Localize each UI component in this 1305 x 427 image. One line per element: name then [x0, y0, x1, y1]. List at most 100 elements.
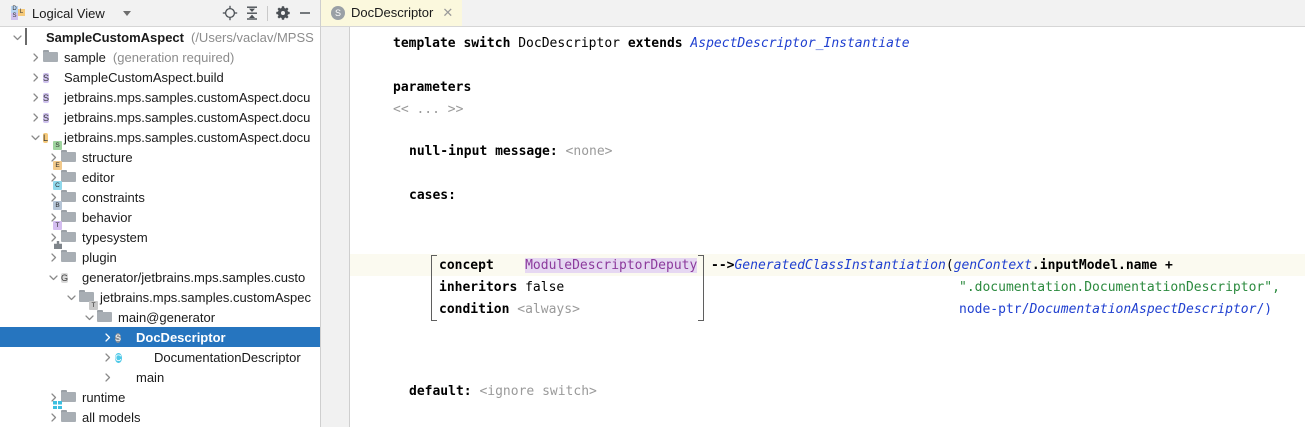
tab-docdescriptor[interactable]: S DocDescriptor ✕ — [321, 0, 463, 26]
tree-row-label: main@generator — [118, 309, 216, 325]
chevron-right-icon[interactable] — [46, 172, 61, 182]
null-input-value[interactable]: <none> — [565, 144, 613, 159]
tree-row-label: behavior — [82, 209, 132, 225]
chevron-down-icon[interactable] — [10, 33, 25, 42]
switch-name[interactable]: DocDescriptor — [510, 36, 628, 51]
chevron-right-icon[interactable] — [46, 232, 61, 242]
tree-row-plugin[interactable]: plugin — [0, 241, 320, 267]
chevron-down-icon[interactable] — [64, 293, 79, 302]
close-icon[interactable]: ✕ — [442, 5, 454, 20]
editor-body[interactable]: template switch DocDescriptor extends As… — [321, 27, 1305, 427]
extends-reference[interactable]: AspectDescriptor_Instantiate — [682, 36, 910, 51]
locate-icon[interactable] — [219, 2, 241, 24]
chevron-right-icon[interactable] — [46, 152, 61, 162]
name-property[interactable]: name — [1125, 258, 1158, 273]
view-selector-label: Logical View — [32, 5, 105, 21]
chevron-right-icon[interactable] — [28, 112, 43, 122]
tree-row-all-models[interactable]: all models — [0, 401, 320, 427]
chevron-down-icon[interactable] — [82, 313, 97, 322]
editor-code[interactable]: template switch DocDescriptor extends As… — [351, 27, 1305, 427]
chevron-right-icon[interactable] — [28, 92, 43, 102]
inheritors-value[interactable]: false — [525, 280, 565, 295]
tree-row-runtime[interactable]: runtime — [0, 387, 320, 407]
chevron-right-icon[interactable] — [46, 212, 61, 222]
keyword-extends: extends — [627, 36, 683, 51]
code-line-default: default: <ignore switch> — [409, 381, 597, 403]
tree-row-sublabel: (/Users/vaclav/MPSS — [190, 29, 314, 45]
tree-row-main[interactable]: main — [0, 367, 320, 387]
locate-icon-svg — [222, 5, 238, 21]
solution-s-icon: S — [43, 93, 50, 103]
chevron-right-icon[interactable] — [100, 332, 115, 342]
code-line-parameters: parameters — [393, 77, 471, 99]
panel-splitter[interactable] — [320, 0, 321, 427]
project-icon — [25, 28, 27, 45]
minimize-icon[interactable] — [294, 2, 316, 24]
gencontext-ref[interactable]: genContext — [953, 258, 1032, 273]
solution-s-icon: S — [43, 113, 50, 123]
tree-row-label: editor — [82, 169, 115, 185]
code-line-null-input: null-input message: <none> — [409, 141, 613, 163]
chevron-right-icon[interactable] — [46, 252, 61, 262]
tree-row-label: all models — [82, 409, 141, 425]
node-ptr-target[interactable]: DocumentationAspectDescriptor — [1029, 302, 1257, 317]
tree-row-label: jetbrains.mps.samples.customAspect.docu — [64, 109, 311, 125]
collapse-all-icon[interactable] — [241, 2, 263, 24]
label-concept: concept — [439, 258, 494, 273]
label-condition: condition — [439, 302, 510, 317]
chevron-right-icon[interactable] — [46, 192, 61, 202]
tree-row-sample[interactable]: sample(generation required) — [0, 47, 320, 67]
chevron-right-icon[interactable] — [100, 352, 115, 362]
chevron-right-icon[interactable] — [100, 372, 115, 382]
tree-row-label: constraints — [82, 189, 145, 205]
parameters-placeholder: << ... >> — [393, 102, 464, 117]
editor-tabbar: S DocDescriptor ✕ — [321, 0, 1305, 27]
node-c-icon: C — [115, 353, 122, 363]
tree-row-documentationdescriptor[interactable]: C DocumentationDescriptor — [0, 347, 320, 367]
keyword-template-switch: template switch — [393, 36, 511, 51]
tree-row-label: typesystem — [82, 229, 148, 245]
gear-icon[interactable] — [272, 2, 294, 24]
chevron-right-icon[interactable] — [46, 392, 61, 402]
condition-value[interactable]: <always> — [517, 302, 580, 317]
default-value[interactable]: <ignore switch> — [479, 384, 597, 399]
chevron-down-icon[interactable] — [46, 273, 61, 282]
editor-gutter[interactable] — [321, 27, 350, 427]
code-line-parameters-value[interactable]: << ... >> — [393, 99, 463, 121]
tree-row-jetbrains-mps-samples-customaspec[interactable]: jetbrains.mps.samples.customAspec — [0, 287, 320, 307]
chevron-right-icon[interactable] — [46, 412, 61, 422]
tree-row-label: main — [136, 369, 165, 385]
generated-class-instantiation-ref[interactable]: GeneratedClassInstantiation — [734, 258, 946, 273]
tree-row-samplecustomaspect[interactable]: SampleCustomAspect(/Users/vaclav/MPSS — [0, 27, 320, 47]
label-cases: cases: — [409, 188, 456, 203]
reduction-arrow: --> — [711, 258, 735, 273]
open-paren: ( — [945, 258, 954, 273]
chevron-right-icon[interactable] — [28, 52, 43, 62]
code-line-inheritors: inheritors false — [439, 277, 564, 299]
input-model-chain[interactable]: .inputModel. — [1031, 258, 1126, 273]
node-ptr-keyword: node-ptr/ — [959, 302, 1030, 317]
string-literal[interactable]: ".documentation.DocumentationDescriptor"… — [959, 280, 1280, 295]
tree-row-label: structure — [82, 149, 133, 165]
concept-value[interactable]: ModuleDescriptorDeputy — [525, 258, 698, 273]
chevron-right-icon[interactable] — [28, 72, 43, 82]
chevron-down-icon[interactable] — [28, 133, 43, 142]
tree-row-label: DocumentationDescriptor — [154, 349, 301, 365]
node-s-icon: S — [115, 333, 122, 343]
